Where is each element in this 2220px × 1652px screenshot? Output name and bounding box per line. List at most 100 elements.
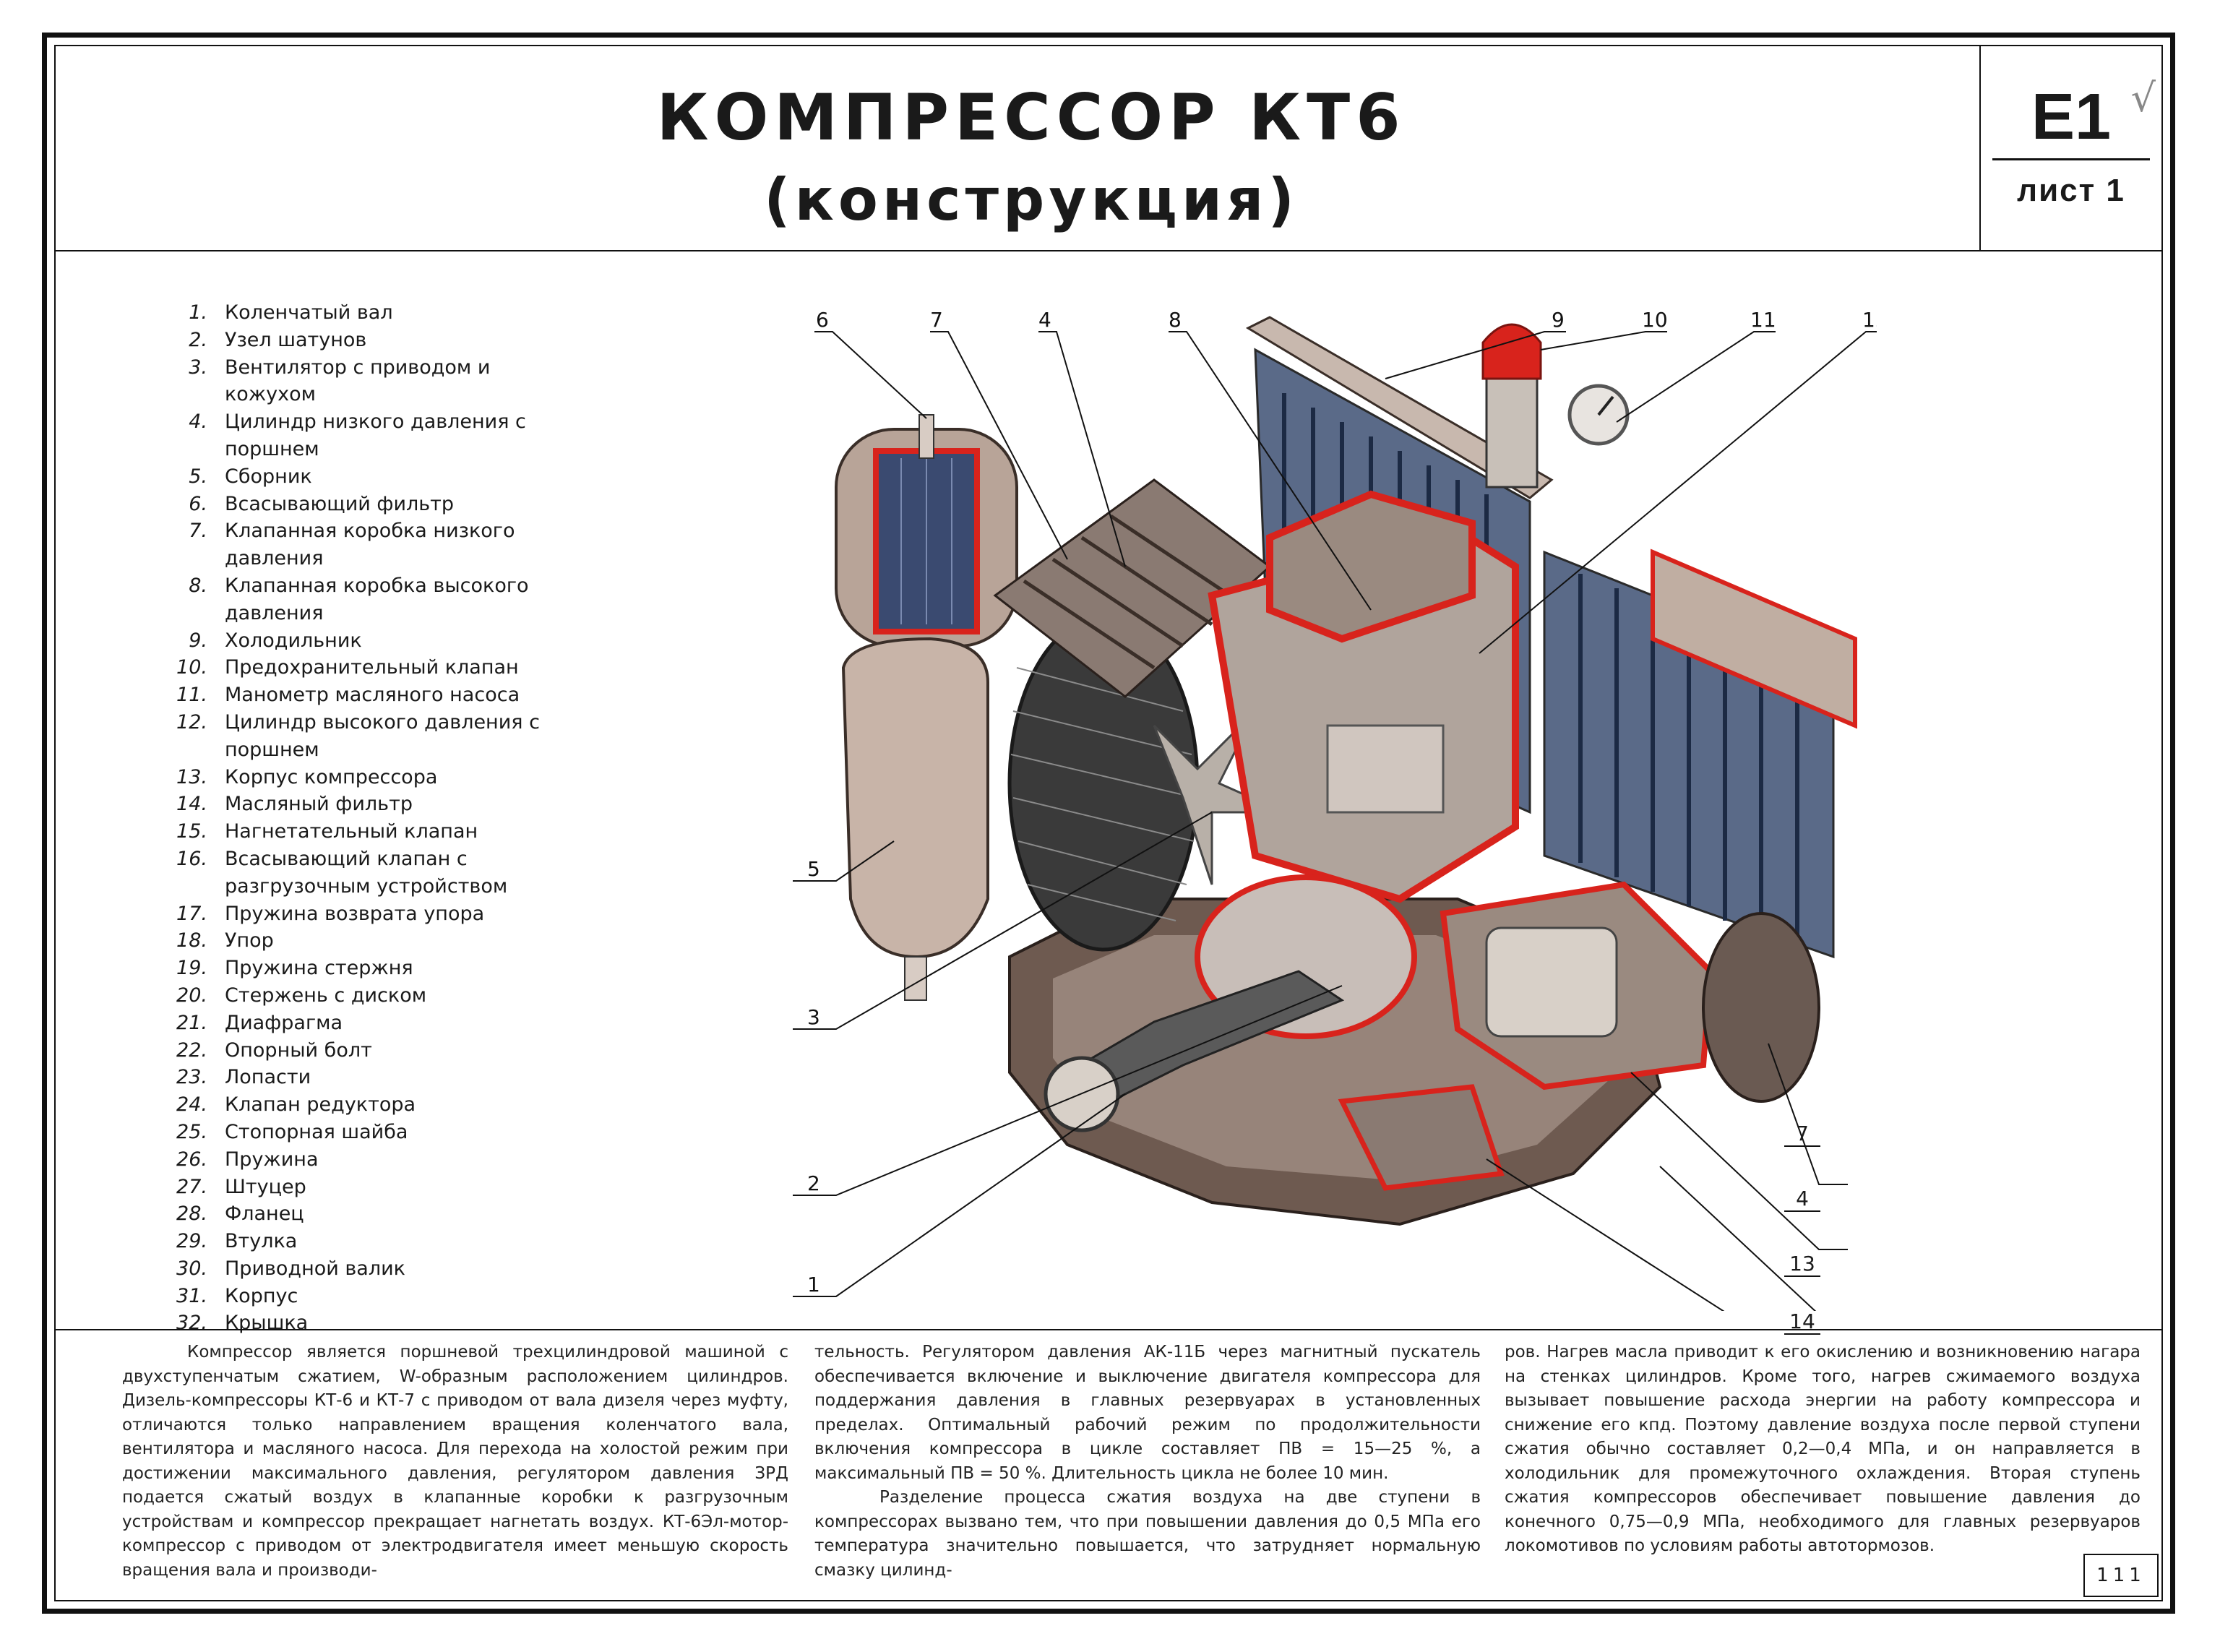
legend-item: 5. Сборник (135, 463, 641, 491)
legend-item-number: 12. (176, 710, 207, 733)
fan-guard-mesh (1010, 667, 1197, 921)
legend-item-label: Всасывающий фильтр (225, 492, 455, 515)
poster-inner-frame: КОМПРЕССОР КТ6 (конструкция) Е1 лист 1 √… (54, 45, 2163, 1601)
relief-valve-body (1485, 377, 1539, 489)
legend-item-number: 15. (176, 820, 207, 843)
legend-item-number: 7. (189, 520, 207, 543)
legend-item-number: 11. (176, 684, 207, 707)
callout-7-right: 7 (1784, 1122, 1820, 1147)
legend-item: 7.Клапанная коробка низкого давления (135, 517, 641, 572)
callout-8: 8 (1169, 308, 1182, 332)
legend-item-label: Масляный фильтр (225, 793, 413, 816)
legend-item: 26. Пружина (135, 1146, 641, 1174)
legend-item: 4.Цилиндр низкого давления с поршнем (135, 408, 641, 463)
legend-item: 20.Стержень с диском (135, 982, 641, 1010)
description-paragraph: ров. Нагрев масла приводит к его окислен… (1505, 1343, 2141, 1555)
description-column-1: Компрессор является поршневой трехцилинд… (122, 1341, 788, 1583)
legend-item: 14. Масляный фильтр (135, 791, 641, 818)
legend-item: 2. Узел шатунов (135, 327, 641, 354)
callout-11: 11 (1750, 308, 1776, 332)
legend-item-label: Диафрагма (225, 1011, 343, 1034)
callout-10: 10 (1642, 308, 1668, 332)
legend-item-number: 13. (176, 765, 207, 788)
legend-item-number: 4. (189, 410, 207, 434)
legend-item-label: Лопасти (225, 1066, 311, 1089)
legend-item-label: Холодильник (225, 629, 362, 652)
legend-item: 28.Фланец (135, 1200, 641, 1228)
legend-item-number: 14. (176, 793, 207, 816)
description-column-2: тельность. Регулятором давления АК-11Б ч… (814, 1341, 1481, 1583)
legend-item-label: Корпус (225, 1284, 298, 1307)
legend-item-number: 26. (176, 1148, 207, 1171)
description-column-3: ров. Нагрев масла приводит к его окислен… (1505, 1341, 2141, 1559)
legend-item-number: 25. (176, 1120, 207, 1143)
legend-item-number: 17. (176, 902, 207, 925)
legend-item: 21.Диафрагма (135, 1010, 641, 1037)
callout-9: 9 (1552, 308, 1565, 332)
legend-item-label: Сборник (225, 465, 312, 488)
handwritten-check-icon: √ (2130, 75, 2156, 121)
legend-item-label: Пружина возврата упора (225, 902, 485, 925)
legend-item-label: Пружина (225, 1148, 319, 1171)
legend-item: 6.Всасывающий фильтр (135, 491, 641, 518)
gauge-needle (1597, 395, 1614, 416)
legend-item-number: 20. (176, 984, 207, 1007)
sheet-number: лист 1 (2017, 173, 2125, 208)
callout-2: 2 (807, 1171, 820, 1195)
page-subtitle: (конструкция) (764, 166, 1299, 233)
relief-valve-cap (1481, 323, 1542, 380)
legend-item: 17. Пружина возврата упора (135, 900, 641, 928)
cooler-right-tank (1651, 548, 1857, 729)
legend-item-label: Вентилятор с приводом и кожухом (225, 356, 491, 406)
legend-item-number: 18. (176, 929, 207, 952)
legend-item: 11.Манометр масляного насоса (135, 681, 641, 709)
legend-item: 32.Крышка (135, 1309, 641, 1337)
hp-valve-box-section (1266, 490, 1476, 643)
filter-stem (918, 414, 934, 459)
legend-item-label: Упор (225, 929, 274, 952)
legend-item-number: 24. (176, 1093, 207, 1117)
legend-item-label: Нагнетательный клапан (225, 820, 478, 843)
legend-item-number: 29. (176, 1230, 207, 1253)
description-paragraph: Разделение процесса сжатия воздуха на дв… (814, 1488, 1481, 1580)
legend-item-number: 9. (189, 629, 207, 652)
legend-item: 16. Всасывающий клапан с разгрузочным уст… (135, 846, 641, 900)
legend-item-label: Узел шатунов (225, 328, 367, 351)
legend-item-label: Клапанная коробка высокого давления (225, 574, 529, 624)
lp-piston-right (1485, 926, 1618, 1038)
poster-frame: КОМПРЕССОР КТ6 (конструкция) Е1 лист 1 √… (42, 33, 2175, 1614)
legend-item: 10.Предохранительный клапан (135, 654, 641, 681)
legend-item-number: 28. (176, 1203, 207, 1226)
legend-item-label: Стопорная шайба (225, 1120, 408, 1143)
legend-item-number: 2. (189, 328, 207, 351)
callout-numbers: 6 7 4 8 9 10 11 12 5 3 2 1 (807, 308, 1877, 1296)
legend-item-number: 5. (189, 465, 207, 488)
legend-item: 3. Вентилятор с приводом и кожухом (135, 354, 641, 409)
callout-6: 6 (816, 308, 829, 332)
legend-item: 31.Корпус (135, 1283, 641, 1310)
compressor-cutaway-diagram: 6 7 4 8 9 10 11 12 5 3 2 1 (793, 308, 1877, 1311)
oil-filter-section (1338, 1084, 1505, 1191)
sheet-code: Е1 (2031, 81, 2112, 153)
legend-item-number: 23. (176, 1066, 207, 1089)
legend-item-number: 16. (176, 847, 207, 870)
legend-item: 1.Коленчатый вал (135, 299, 641, 327)
legend-item-label: Всасывающий клапан с разгрузочным устрой… (225, 847, 508, 898)
legend-item-label: Клапан редуктора (225, 1093, 416, 1117)
page-number: 111 (2083, 1554, 2159, 1597)
legend-item-label: Корпус компрессора (225, 765, 438, 788)
title-block: КОМПРЕССОР КТ6 (конструкция) (56, 75, 2007, 240)
legend-item-number: 30. (176, 1257, 207, 1280)
description-paragraph: тельность. Регулятором давления АК-11Б ч… (814, 1343, 1481, 1483)
callout-leaders (793, 331, 1877, 1311)
callout-7-top: 7 (930, 308, 943, 332)
callout-13: 13 (1784, 1252, 1820, 1277)
legend-item: 22.Опорный болт (135, 1037, 641, 1064)
legend-item-label: Пружина стержня (225, 957, 413, 980)
legend-item-number: 32. (176, 1312, 207, 1335)
legend-item-number: 3. (189, 356, 207, 379)
legend-item: 19.Пружина стержня (135, 955, 641, 982)
lp-cylinder-head (1702, 912, 1820, 1103)
legend-item: 13. Корпус компрессора (135, 764, 641, 791)
